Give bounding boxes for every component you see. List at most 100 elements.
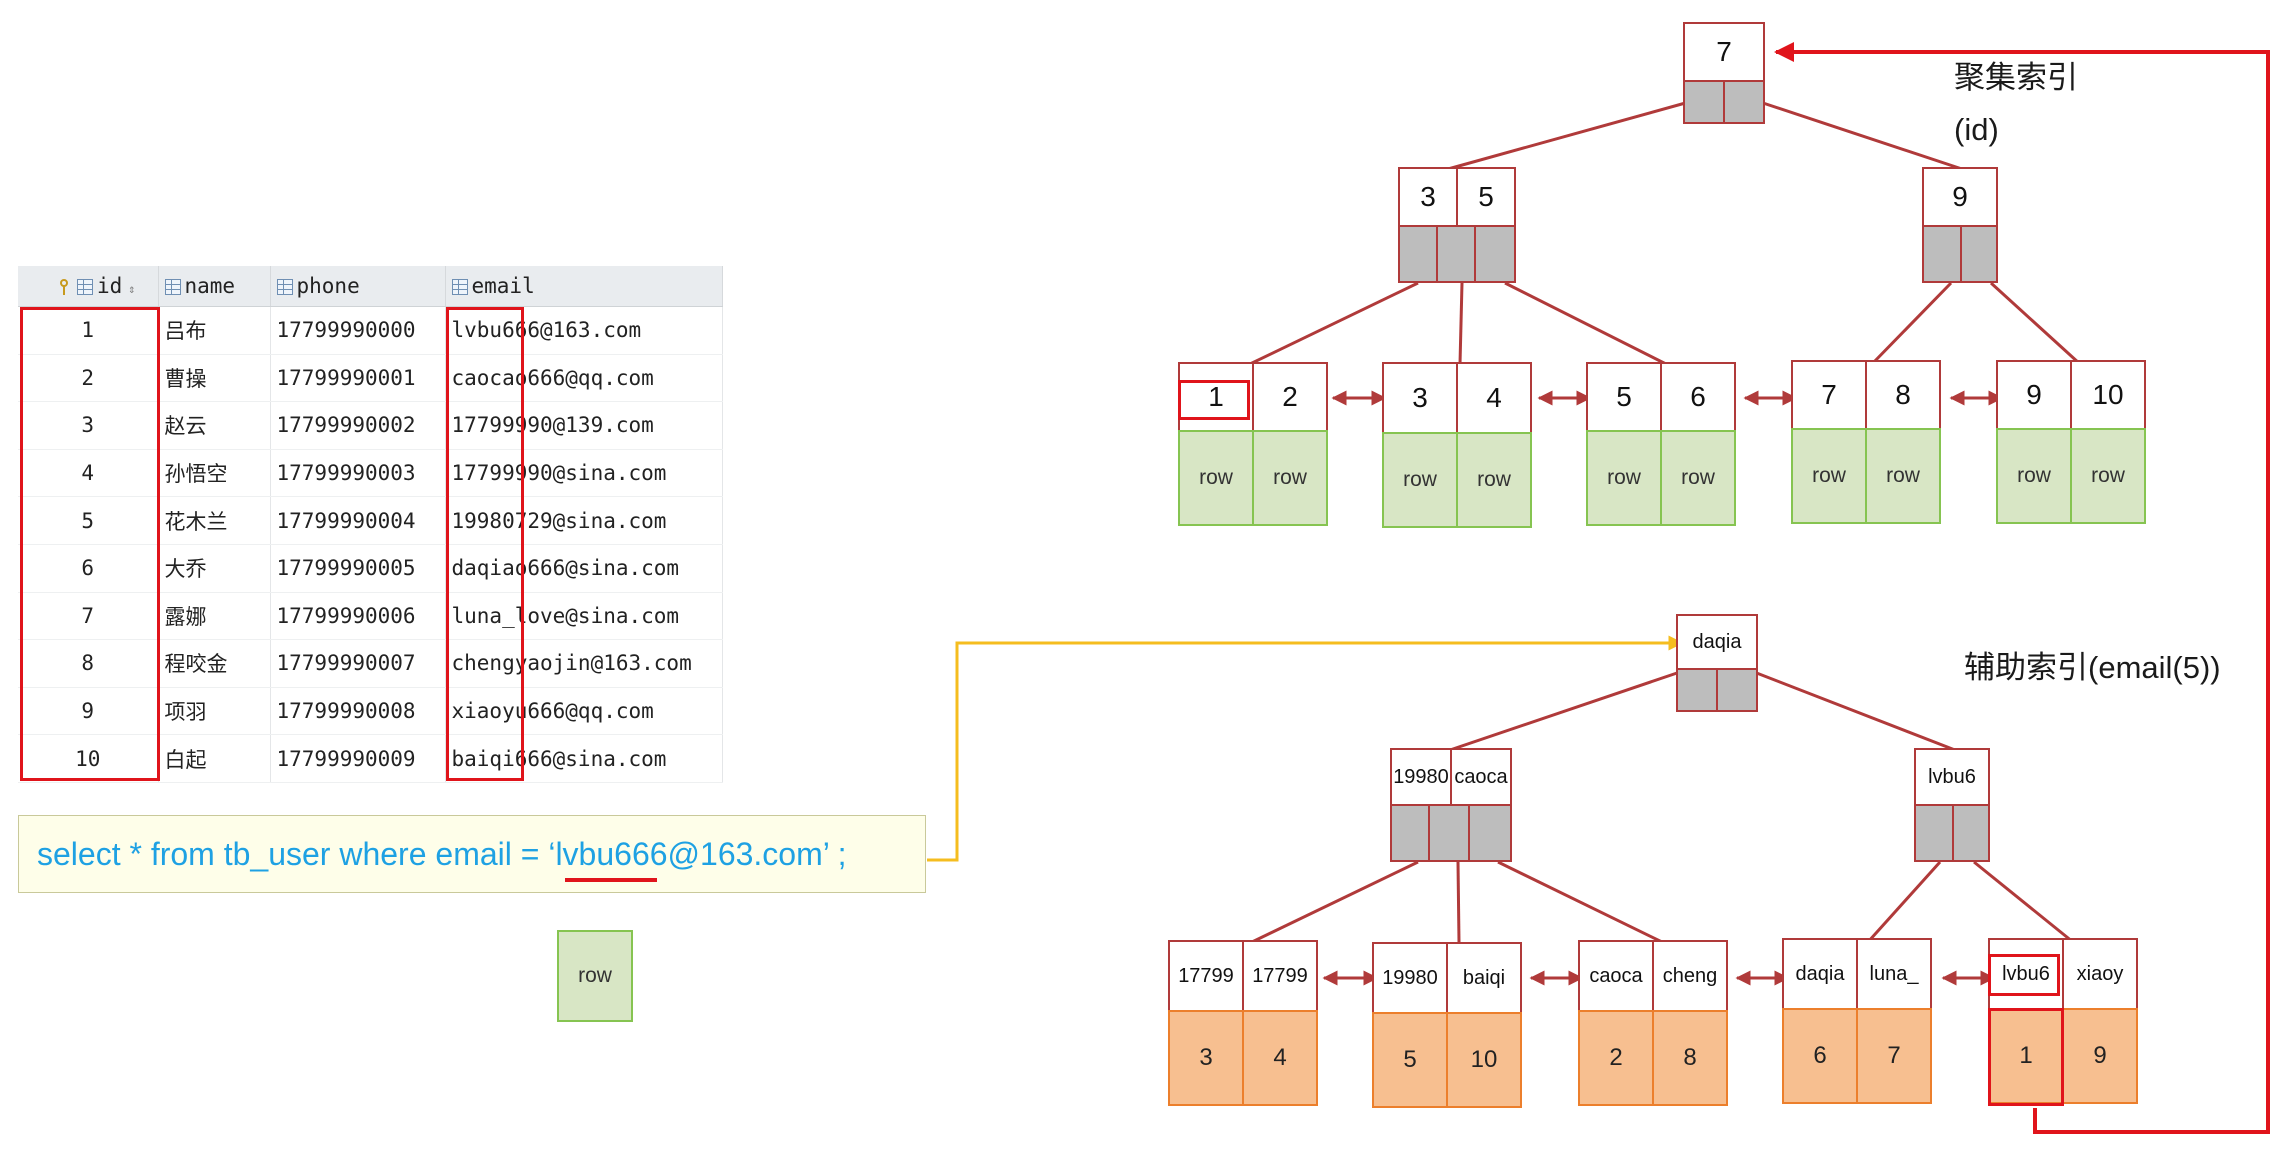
cell-email[interactable]: 17799990@sina.com	[445, 449, 723, 498]
leaf-row-data: row	[1791, 428, 1867, 524]
secondary-leaf-key: cheng	[1652, 940, 1728, 1012]
cell-email[interactable]: luna_love@sina.com	[445, 592, 723, 641]
secondary-internal-key: 19980	[1390, 748, 1452, 806]
cell-id[interactable]: 6	[18, 544, 159, 593]
cell-phone[interactable]: 17799990005	[270, 544, 446, 593]
cell-name[interactable]: 花木兰	[158, 496, 271, 545]
clustered-index-sublabel: (id)	[1954, 112, 1999, 147]
cell-email[interactable]: 17799990@139.com	[445, 401, 723, 450]
pointer-cell	[1428, 804, 1470, 862]
clustered-match-highlight	[1178, 380, 1250, 420]
pointer-cell	[1390, 804, 1430, 862]
sql-query-text: select * from tb_user where email = ‘lvb…	[37, 835, 847, 872]
sql-prefix-underline	[565, 878, 657, 882]
cell-phone[interactable]: 17799990003	[270, 449, 446, 498]
cell-name[interactable]: 程咬金	[158, 639, 271, 688]
cell-phone[interactable]: 17799990000	[270, 306, 446, 355]
leaf-primary-key: 2	[1578, 1010, 1654, 1106]
cell-name[interactable]: 吕布	[158, 306, 271, 355]
leaf-row-data: row	[1660, 430, 1736, 526]
cell-id[interactable]: 4	[18, 449, 159, 498]
leaf-row-data: row	[1178, 430, 1254, 526]
secondary-match-highlight	[1988, 954, 2060, 996]
leaf-row-data: row	[1996, 428, 2072, 524]
clustered-internal-key: 5	[1456, 167, 1516, 227]
cell-id[interactable]: 5	[18, 496, 159, 545]
cell-name[interactable]: 赵云	[158, 401, 271, 450]
column-header-email[interactable]: email	[445, 266, 723, 307]
clustered-internal-key: 9	[1922, 167, 1998, 227]
column-icon	[451, 279, 468, 295]
cell-phone[interactable]: 17799990007	[270, 639, 446, 688]
clustered-internal-key: 3	[1398, 167, 1458, 227]
cell-email[interactable]: baiqi666@sina.com	[445, 734, 723, 783]
cell-email[interactable]: chengyaojin@163.com	[445, 639, 723, 688]
cell-name[interactable]: 露娜	[158, 592, 271, 641]
cell-email[interactable]: caocao666@qq.com	[445, 354, 723, 403]
column-header-phone[interactable]: phone	[270, 266, 446, 307]
cell-email[interactable]: daqiao666@sina.com	[445, 544, 723, 593]
cell-email[interactable]: lvbu666@163.com	[445, 306, 723, 355]
column-icon	[77, 279, 93, 295]
secondary-leaf-key: caoca	[1578, 940, 1654, 1012]
clustered-leaf-key: 6	[1660, 362, 1736, 432]
leaf-primary-key: 4	[1242, 1010, 1318, 1106]
leaf-row-data: row	[2070, 428, 2146, 524]
clustered-leaf-key: 1	[1178, 362, 1254, 432]
secondary-leaf-key: daqia	[1782, 938, 1858, 1010]
leaf-primary-key: 9	[2062, 1008, 2138, 1104]
cell-name[interactable]: 白起	[158, 734, 271, 783]
secondary-internal-key: caoca	[1450, 748, 1512, 806]
cell-name[interactable]: 孙悟空	[158, 449, 271, 498]
sql-statement: select * from tb_user where email = ‘lvb…	[18, 815, 926, 893]
secondary-root-key: daqia	[1676, 614, 1758, 670]
leaf-primary-key: 8	[1652, 1010, 1728, 1106]
cell-email[interactable]: 19980729@sina.com	[445, 496, 723, 545]
clustered-leaf-key: 10	[2070, 360, 2146, 430]
cell-id[interactable]: 7	[18, 592, 159, 641]
pointer-cell	[1922, 225, 1962, 283]
secondary-leaf-key: lvbu6	[1988, 938, 2064, 1010]
secondary-leaf-key: 17799	[1242, 940, 1318, 1012]
column-icon	[276, 279, 293, 295]
cell-phone[interactable]: 17799990006	[270, 592, 446, 641]
cell-id[interactable]: 9	[18, 687, 159, 736]
secondary-leaf-key: xiaoy	[2062, 938, 2138, 1010]
cell-id[interactable]: 3	[18, 401, 159, 450]
pointer-cell	[1398, 225, 1438, 283]
cell-name[interactable]: 大乔	[158, 544, 271, 593]
pointer-cell	[1468, 804, 1512, 862]
cell-phone[interactable]: 17799990001	[270, 354, 446, 403]
cell-phone[interactable]: 17799990008	[270, 687, 446, 736]
leaf-row-data: row	[1252, 430, 1328, 526]
pointer-cell	[1676, 668, 1718, 712]
leaf-primary-key: 5	[1372, 1012, 1448, 1108]
cell-phone[interactable]: 17799990002	[270, 401, 446, 450]
cell-phone[interactable]: 17799990004	[270, 496, 446, 545]
cell-phone[interactable]: 17799990009	[270, 734, 446, 783]
cell-name[interactable]: 曹操	[158, 354, 271, 403]
leaf-primary-key: 6	[1782, 1008, 1858, 1104]
sort-icon[interactable]: ⇕	[128, 282, 136, 296]
cell-email[interactable]: xiaoyu666@qq.com	[445, 687, 723, 736]
column-header-id[interactable]: id⇕	[18, 266, 159, 307]
secondary-internal-key: lvbu6	[1914, 748, 1990, 806]
clustered-leaf-key: 8	[1865, 360, 1941, 430]
primary-key-icon	[60, 279, 74, 295]
column-header-name[interactable]: name	[158, 266, 271, 307]
cell-name[interactable]: 项羽	[158, 687, 271, 736]
primary-key-match-highlight	[1988, 1008, 2064, 1106]
leaf-row-data: row	[1382, 432, 1458, 528]
